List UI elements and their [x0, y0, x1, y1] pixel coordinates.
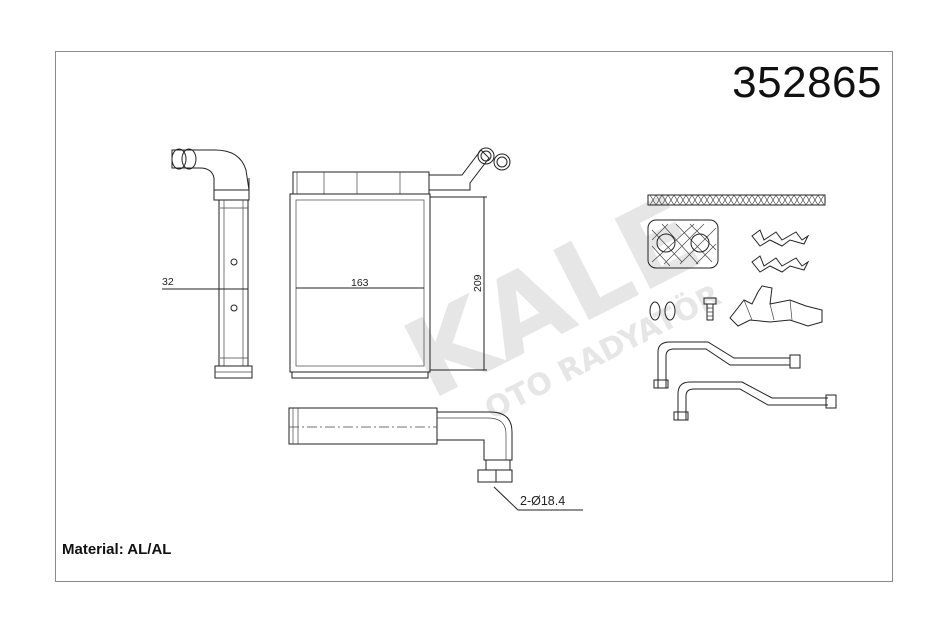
drawing-frame — [55, 51, 893, 582]
top-view — [288, 407, 513, 483]
o-ring-1 — [649, 301, 661, 321]
dim-width: 163 — [351, 277, 369, 289]
seal-strip — [647, 194, 826, 206]
clip-2 — [751, 255, 810, 273]
material-label: Material: AL/AL — [62, 541, 172, 558]
dim-pipe-diameter: 2-Ø18.4 — [520, 494, 565, 508]
accessories — [647, 194, 837, 421]
dim-height: 209 — [472, 274, 484, 292]
pipe-1 — [653, 341, 801, 389]
gasket — [647, 219, 719, 269]
front-view — [289, 147, 511, 379]
watermark: KALE OTO RADYATÖR — [386, 172, 727, 428]
pipe-leader — [493, 486, 583, 511]
dim-depth: 32 — [162, 276, 174, 288]
screw-icon — [703, 297, 717, 321]
o-ring-2 — [664, 301, 676, 321]
clip-1 — [751, 229, 810, 247]
pipe-2 — [673, 381, 837, 421]
mounting-bracket — [729, 285, 823, 327]
side-view — [171, 148, 253, 379]
part-number: 352865 — [732, 58, 882, 107]
